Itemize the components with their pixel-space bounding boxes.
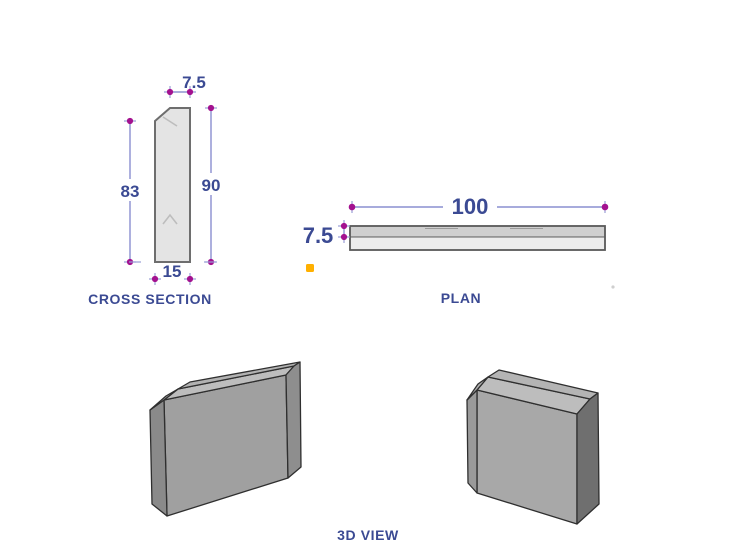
dimension-value-plan-thickness: 7.5 bbox=[303, 223, 334, 248]
cross-section-label: CROSS SECTION bbox=[88, 291, 212, 307]
iso-right-side-face bbox=[576, 392, 600, 525]
dimension-value-plan-length: 100 bbox=[452, 194, 489, 219]
plan-bottom-band bbox=[349, 236, 606, 251]
iso-left-end-chamfer bbox=[149, 388, 179, 411]
iso-left-end-face bbox=[149, 399, 168, 517]
dimension-value-left-height: 83 bbox=[121, 182, 140, 201]
dimension-endpoint-dot bbox=[340, 222, 348, 230]
chamfer-tick-mark bbox=[162, 116, 178, 127]
dimension-endpoint-dot bbox=[340, 233, 348, 241]
iso-right-end-face bbox=[466, 389, 478, 494]
dimension-endpoint-dot bbox=[126, 117, 134, 125]
dimension-cross-section-top-width: 7.5 bbox=[164, 73, 206, 98]
dimension-plan-length: 100 bbox=[348, 194, 609, 219]
three-d-view: 3D VIEW bbox=[149, 361, 600, 543]
dimension-endpoint-dot bbox=[348, 203, 356, 211]
dimension-value-base-width: 15 bbox=[163, 262, 182, 281]
iso-block-right bbox=[466, 369, 600, 525]
dimension-value-right-height: 90 bbox=[202, 176, 221, 195]
dimension-endpoint-dot bbox=[186, 88, 194, 96]
center-chevron-mark bbox=[162, 213, 178, 225]
cross-section-profile bbox=[154, 107, 191, 263]
plan-view: 100 7.5 PLAN bbox=[303, 194, 615, 306]
dimension-cross-section-left-height: 83 bbox=[119, 117, 142, 266]
dimension-endpoint-dot bbox=[207, 104, 215, 112]
faint-dot-marker bbox=[611, 285, 615, 289]
dimension-cross-section-base-width: 15 bbox=[129, 261, 216, 285]
three-d-view-label: 3D VIEW bbox=[337, 527, 399, 543]
dimension-value-top-width: 7.5 bbox=[182, 73, 206, 92]
plan-top-band bbox=[349, 225, 606, 238]
iso-block-left bbox=[149, 361, 302, 517]
dimension-cross-section-right-height: 90 bbox=[200, 104, 223, 266]
dimension-endpoint-dot bbox=[151, 275, 159, 283]
iso-right-end-chamfer bbox=[466, 376, 489, 401]
plan-outline bbox=[349, 225, 606, 251]
orange-square-marker bbox=[306, 264, 314, 272]
cross-section-view: 7.5 83 90 bbox=[88, 73, 223, 307]
iso-left-side-face bbox=[285, 361, 302, 479]
dimension-endpoint-dot bbox=[601, 203, 609, 211]
dimension-endpoint-dot bbox=[186, 275, 194, 283]
dimension-plan-thickness: 7.5 bbox=[303, 220, 350, 248]
dimension-endpoint-dot bbox=[166, 88, 174, 96]
plan-label: PLAN bbox=[441, 290, 482, 306]
